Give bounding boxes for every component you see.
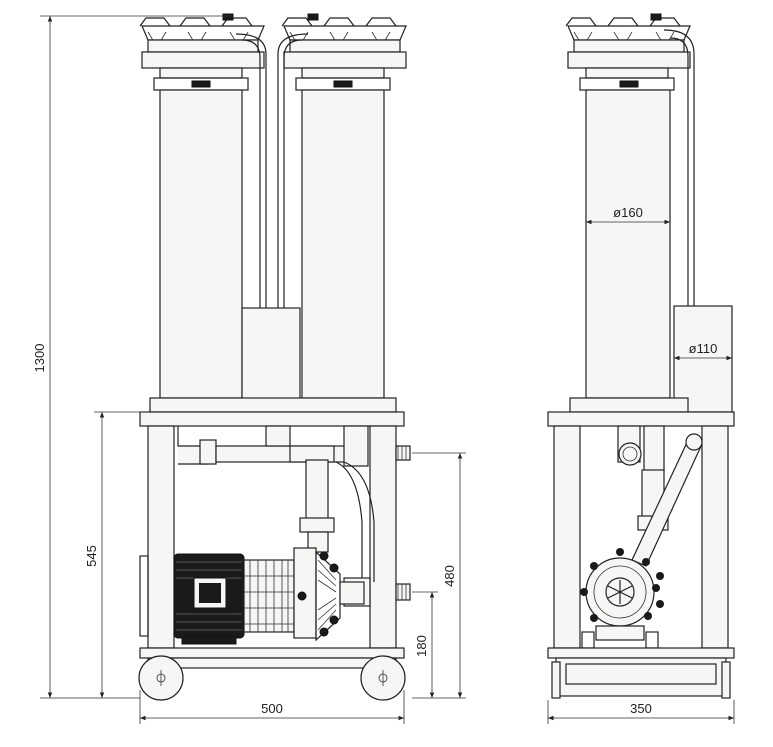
left-frame-leg — [147, 425, 175, 649]
side-base-plate — [547, 647, 735, 659]
side-housing — [673, 305, 733, 413]
side-filter-cap — [565, 13, 691, 91]
dim-pipe-diameter: ø110 — [674, 341, 732, 361]
pump-head — [293, 547, 365, 642]
left-filter-cap — [139, 13, 265, 91]
right-filter-cap — [281, 13, 407, 91]
pump-motor — [139, 553, 295, 645]
front-view: 1300 545 480 180 500 — [32, 13, 466, 724]
left-filter-cylinder — [159, 89, 243, 399]
side-right-leg — [701, 425, 729, 649]
dim-total-height-label: 1300 — [32, 344, 47, 373]
dim-inlet-height-label: 480 — [442, 565, 457, 587]
dim-cylinder-diameter-label: ø160 — [613, 205, 643, 220]
side-filter-cylinder — [585, 89, 671, 399]
dim-width-label: 500 — [261, 701, 283, 716]
side-left-leg — [553, 425, 581, 649]
top-plate — [139, 411, 405, 427]
dim-depth: 350 — [547, 700, 735, 724]
side-top-plate — [547, 411, 735, 427]
dim-total-height: 1300 — [32, 15, 230, 699]
vent-pipe-left — [235, 33, 267, 308]
dim-outlet-height: 180 — [412, 591, 438, 698]
dim-cylinder-diameter: ø160 — [586, 205, 670, 225]
dim-depth-label: 350 — [630, 701, 652, 716]
inlet-port — [395, 445, 411, 461]
dim-pipe-diameter-label: ø110 — [689, 341, 718, 356]
side-pump-head — [580, 548, 664, 649]
vent-pipe-right — [277, 33, 309, 308]
left-caster-wheel — [138, 655, 184, 701]
side-vent-pipe — [663, 29, 695, 308]
dim-inlet-height: 480 — [412, 452, 466, 699]
dim-base-height: 545 — [84, 411, 148, 698]
right-caster-wheel — [360, 655, 406, 701]
base-plate — [139, 647, 405, 659]
center-housing — [241, 307, 301, 413]
dim-base-height-label: 545 — [84, 545, 99, 567]
dim-width: 500 — [139, 690, 405, 724]
side-piping — [617, 425, 703, 567]
dim-outlet-height-label: 180 — [414, 635, 429, 657]
outlet-port — [395, 583, 411, 601]
side-view: ø160 ø110 350 — [547, 13, 735, 724]
right-filter-cylinder — [301, 89, 385, 399]
